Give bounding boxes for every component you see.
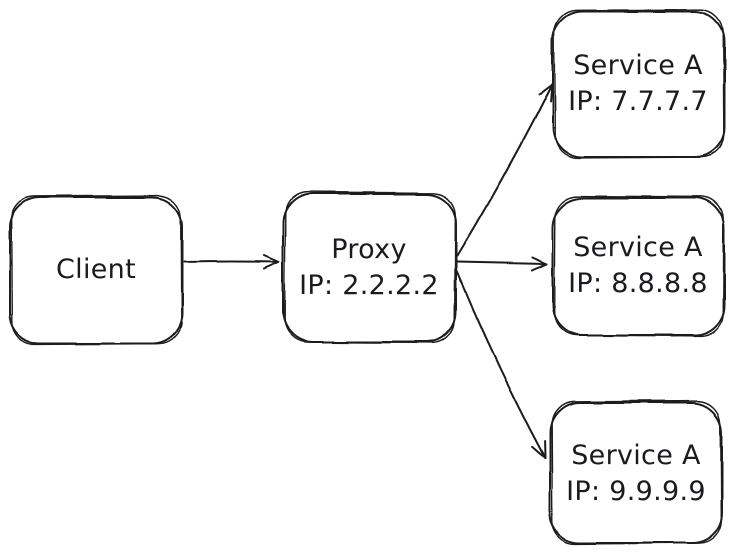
edge-line [456,261,548,265]
arrowhead-icon [531,256,548,272]
arrowhead-icon [263,254,280,270]
service-a-1-node-label: Service A [573,50,703,81]
client-node-label: Client [56,254,136,285]
service-a-2-node-label: Service A [573,232,703,263]
service-a-3-node-box [549,400,723,545]
edge-client-proxy [183,254,280,270]
diagram-labels: Client Proxy IP: 2.2.2.2 Service A IP: 7… [56,50,708,507]
edge-proxy-service-a-3 [455,269,546,459]
edge-line [456,83,553,257]
edge-proxy-service-a-2 [456,256,548,272]
service-a-1-node-sublabel: IP: 7.7.7.7 [568,86,708,117]
proxy-node-sublabel: IP: 2.2.2.2 [299,270,439,301]
diagram-shapes [9,9,725,545]
edge-proxy-service-a-1 [456,83,553,257]
service-a-1-node-box [552,9,725,159]
edge-line [455,269,546,459]
service-a-2-node-sublabel: IP: 8.8.8.8 [568,268,708,299]
service-a-2-node-box [552,195,725,337]
edge-line [183,260,280,263]
client-node-box [9,194,183,345]
proxy-node-box [282,191,457,344]
service-a-3-node-label: Service A [571,440,701,471]
proxy-node-label: Proxy [331,234,406,265]
arrowhead-icon [531,440,546,459]
arrowhead-icon [537,83,553,102]
service-a-3-node-sublabel: IP: 9.9.9.9 [566,476,706,507]
